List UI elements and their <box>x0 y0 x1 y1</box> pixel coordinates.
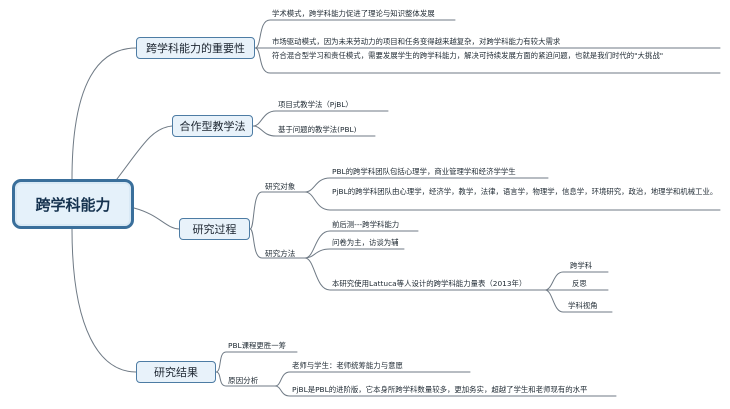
methods-item-survey: 问卷为主，访谈为辅 <box>332 238 399 247</box>
link-methods-2 <box>304 248 405 259</box>
topic-cooperative-teaching[interactable]: 合作型教学法 <box>172 115 253 137</box>
link-reasons-1 <box>274 371 471 387</box>
importance-item-3: 符合混合型学习和责任模式，需要发展学生的跨学科能力，解决可持续发展方面的紧迫问题… <box>272 51 664 60</box>
link-root-results <box>71 228 137 373</box>
link-coop-2 <box>252 125 376 137</box>
topic-importance[interactable]: 跨学科能力的重要性 <box>136 37 255 59</box>
scale-item-interdisciplinary: 跨学科 <box>570 261 593 270</box>
scale-item-perspective: 学科视角 <box>568 301 598 310</box>
link-scale-3 <box>544 289 613 313</box>
methods-item-prepost: 前后测---跨学科能力 <box>332 220 400 229</box>
link-subjects-2 <box>304 191 721 211</box>
topic-research-process[interactable]: 研究过程 <box>179 218 250 240</box>
coop-item-pjbl: 项目式教学法（PjBL） <box>278 100 353 109</box>
link-scale-1 <box>544 271 609 291</box>
results-item-pbl-better: PBL课程更胜一筹 <box>228 341 286 350</box>
scale-item-reflection: 反思 <box>572 279 587 288</box>
process-methods-label[interactable]: 研究方法 <box>265 249 296 258</box>
subjects-item-pbl: PBL的跨学科团队包括心理学，商业管理学和经济学学生 <box>332 167 516 176</box>
link-reasons-2 <box>274 385 617 397</box>
methods-item-scale: 本研究使用Lattuca等人设计的跨学科能力量表（2013年） <box>332 279 527 288</box>
results-reasons-label[interactable]: 原因分析 <box>228 376 259 385</box>
link-importance-3 <box>254 47 721 74</box>
link-root-coop <box>109 125 173 189</box>
link-results-reasons <box>215 371 276 387</box>
link-importance-1 <box>254 19 456 49</box>
process-subjects-label[interactable]: 研究对象 <box>265 182 296 191</box>
link-subjects-1 <box>304 177 549 193</box>
reasons-item-pjbl: PjBL是PBL的进阶版，它本身所跨学科数量较多，更加务实，超越了学生和老师现有… <box>292 385 588 394</box>
topic-research-results[interactable]: 研究结果 <box>136 361 216 383</box>
link-process-methods <box>249 228 306 259</box>
coop-item-pbl: 基于问题的教学法(PBL) <box>278 125 357 134</box>
link-methods-3 <box>304 257 546 291</box>
link-root-importance <box>71 47 137 180</box>
link-coop-1 <box>252 110 389 127</box>
subjects-item-pjbl: PjBL的跨学科团队由心理学，经济学，教学，法律，语言学，物理学，信息学，环境研… <box>332 187 718 196</box>
importance-item-2: 市场驱动模式，因为未来劳动力的项目和任务变得越来越复杂，对跨学科能力有较大需求 <box>272 37 561 46</box>
importance-item-1: 学术模式，跨学科能力促进了理论与知识整体发展 <box>272 9 435 18</box>
link-methods-1 <box>304 230 419 259</box>
link-root-process <box>133 207 180 230</box>
reasons-item-teachers: 老师与学生：老师统筹能力与意愿 <box>292 361 403 370</box>
link-results-1 <box>215 351 298 373</box>
root-node[interactable]: 跨学科能力 <box>12 179 134 229</box>
link-process-subjects <box>249 191 306 230</box>
